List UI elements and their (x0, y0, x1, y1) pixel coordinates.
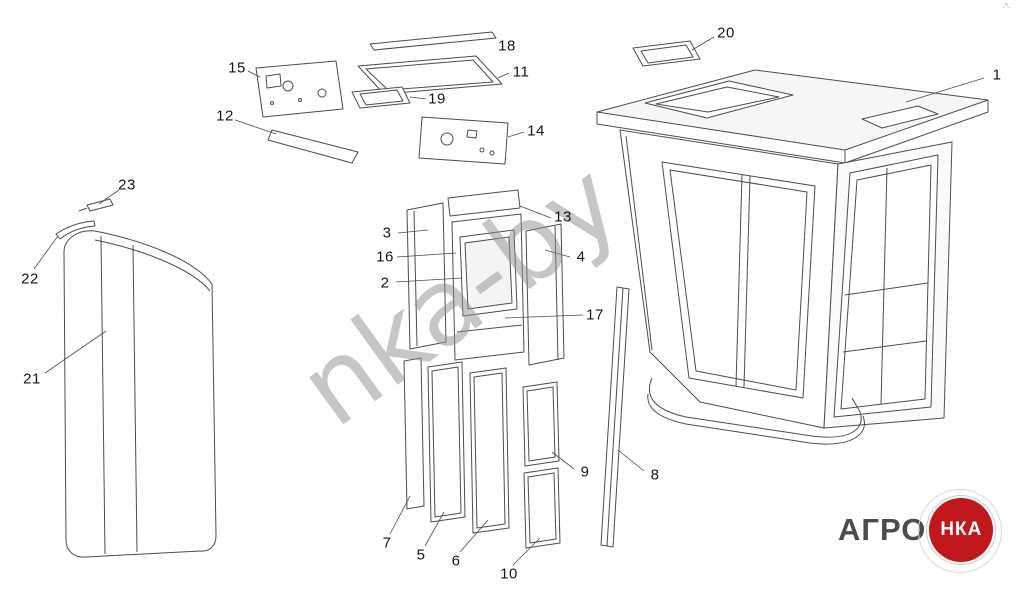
callout-21: 21 (23, 370, 41, 388)
callout-16: 16 (376, 248, 394, 266)
part-glass-pane-9 (522, 381, 560, 467)
callout-19: 19 (428, 90, 446, 108)
logo-circle-text: НКА (940, 519, 983, 540)
callout-15: 15 (228, 59, 246, 77)
callout-6: 6 (451, 552, 461, 570)
brand-logo: АГРО НКА (838, 489, 1003, 573)
logo-text-agro: АГРО (838, 512, 927, 547)
callout-7: 7 (382, 534, 392, 552)
part-small-clip (78, 198, 114, 212)
part-edge-trim (55, 220, 96, 240)
part-panel-top-strip (447, 189, 521, 217)
callout-23: 23 (118, 176, 136, 194)
callout-14: 14 (527, 122, 545, 140)
callout-8: 8 (650, 466, 660, 484)
callout-17: 17 (586, 306, 604, 324)
part-bracket-plate (255, 60, 344, 118)
callout-9: 9 (580, 463, 590, 481)
part-side-panel-left (406, 202, 447, 350)
callout-13: 13 (554, 208, 572, 226)
leader-lines (33, 36, 985, 566)
part-rear-curved-panel (63, 230, 217, 558)
callout-12: 12 (216, 107, 234, 125)
callout-20: 20 (717, 24, 735, 42)
part-glass-pane-5 (427, 361, 466, 523)
callout-18: 18 (498, 37, 516, 55)
callout-5: 5 (416, 546, 426, 564)
part-cab-frame (596, 69, 989, 445)
callout-3: 3 (382, 224, 392, 242)
corner-mark: ·”· (1002, 2, 1011, 12)
part-glass-pane-6 (469, 367, 510, 534)
part-plate-with-holes (418, 116, 509, 165)
part-glass-pane-10 (523, 467, 561, 549)
part-wedge-strip (267, 129, 359, 164)
part-trim-strip (369, 31, 497, 51)
part-side-panel-right (525, 223, 565, 366)
callout-22: 22 (21, 270, 39, 288)
part-glass-pane-7 (403, 357, 425, 510)
part-rear-window-panel (451, 213, 525, 361)
callout-2: 2 (380, 274, 390, 292)
callout-1: 1 (992, 66, 1002, 84)
callout-11: 11 (512, 63, 530, 81)
part-hatch-ring (632, 40, 701, 67)
part-roof-sheet (357, 55, 503, 95)
callout-10: 10 (500, 565, 518, 583)
part-pillar-strip (600, 286, 630, 548)
callout-4: 4 (576, 248, 586, 266)
logo-circle: НКА (929, 498, 994, 562)
part-small-frame (351, 86, 411, 109)
